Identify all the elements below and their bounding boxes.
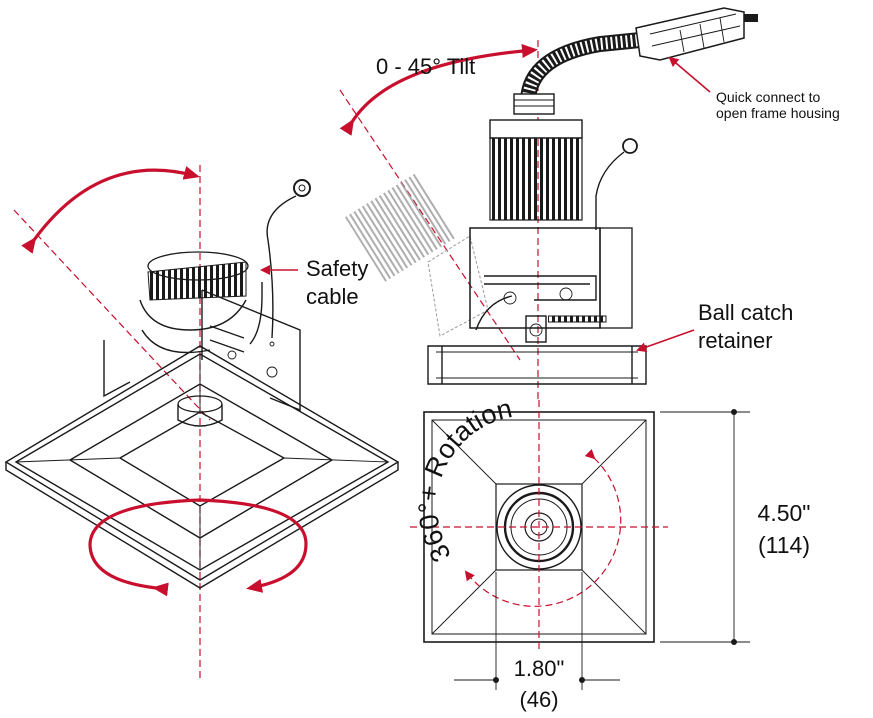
flex-conduit [513, 32, 641, 115]
height-dimension-mm: (114) [758, 532, 810, 558]
iso-trim [4, 345, 400, 589]
safety-cable-label-2: cable [306, 284, 359, 309]
side-tilt-axis [339, 89, 521, 361]
ball-catch-pointer [636, 329, 695, 353]
quick-connect-pointer [668, 56, 711, 93]
iso-rotation-arrow [88, 498, 308, 597]
quick-connect-label-1: Quick connect to [716, 89, 820, 105]
side-flange [427, 345, 647, 385]
ball-catch-label-2: retainer [698, 328, 773, 353]
iso-tilt-axis [13, 209, 211, 421]
iso-safety-cable [266, 179, 311, 339]
ball-catch-label-1: Ball catch [698, 300, 793, 325]
safety-cable-label-1: Safety [306, 256, 368, 281]
iso-tilt-arrow [21, 166, 200, 254]
tilt-label: 0 - 45° Tilt [376, 54, 475, 79]
side-view: 0 - 45° Tilt Quick connect to open frame… [339, 7, 840, 400]
side-heatsink [489, 119, 583, 221]
side-housing [469, 227, 633, 343]
quick-connect-label-2: open frame housing [716, 105, 840, 121]
aperture-dimension-in: 1.80" [514, 656, 565, 681]
quick-connector [635, 7, 758, 61]
aperture-dimension-mm: (46) [519, 687, 558, 712]
iso-heatsink [139, 251, 249, 354]
rotation-circle [464, 448, 622, 607]
iso-bracket [103, 282, 301, 412]
iso-fixture: Safety cable [4, 165, 400, 680]
ghost-tilted-heatsink [344, 172, 457, 282]
side-tilt-arrow [339, 44, 538, 136]
top-view: 360°+ Rotation 4.50" (114) 1.80" (46) [410, 393, 826, 712]
height-dimension-in: 4.50" [758, 500, 811, 526]
